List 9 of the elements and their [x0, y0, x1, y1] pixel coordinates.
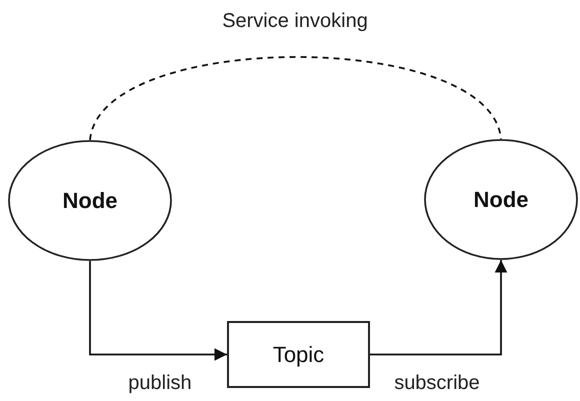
- dashed-connector: [89, 56, 502, 140]
- node-label: Node: [474, 186, 528, 214]
- arrow: [370, 260, 508, 356]
- arrow: [89, 261, 227, 361]
- topic-box: [227, 321, 370, 388]
- node-ellipse: [8, 140, 172, 261]
- node-label: Node: [62, 187, 118, 215]
- node-ellipse: [424, 139, 578, 260]
- node-label: Topic: [272, 341, 324, 369]
